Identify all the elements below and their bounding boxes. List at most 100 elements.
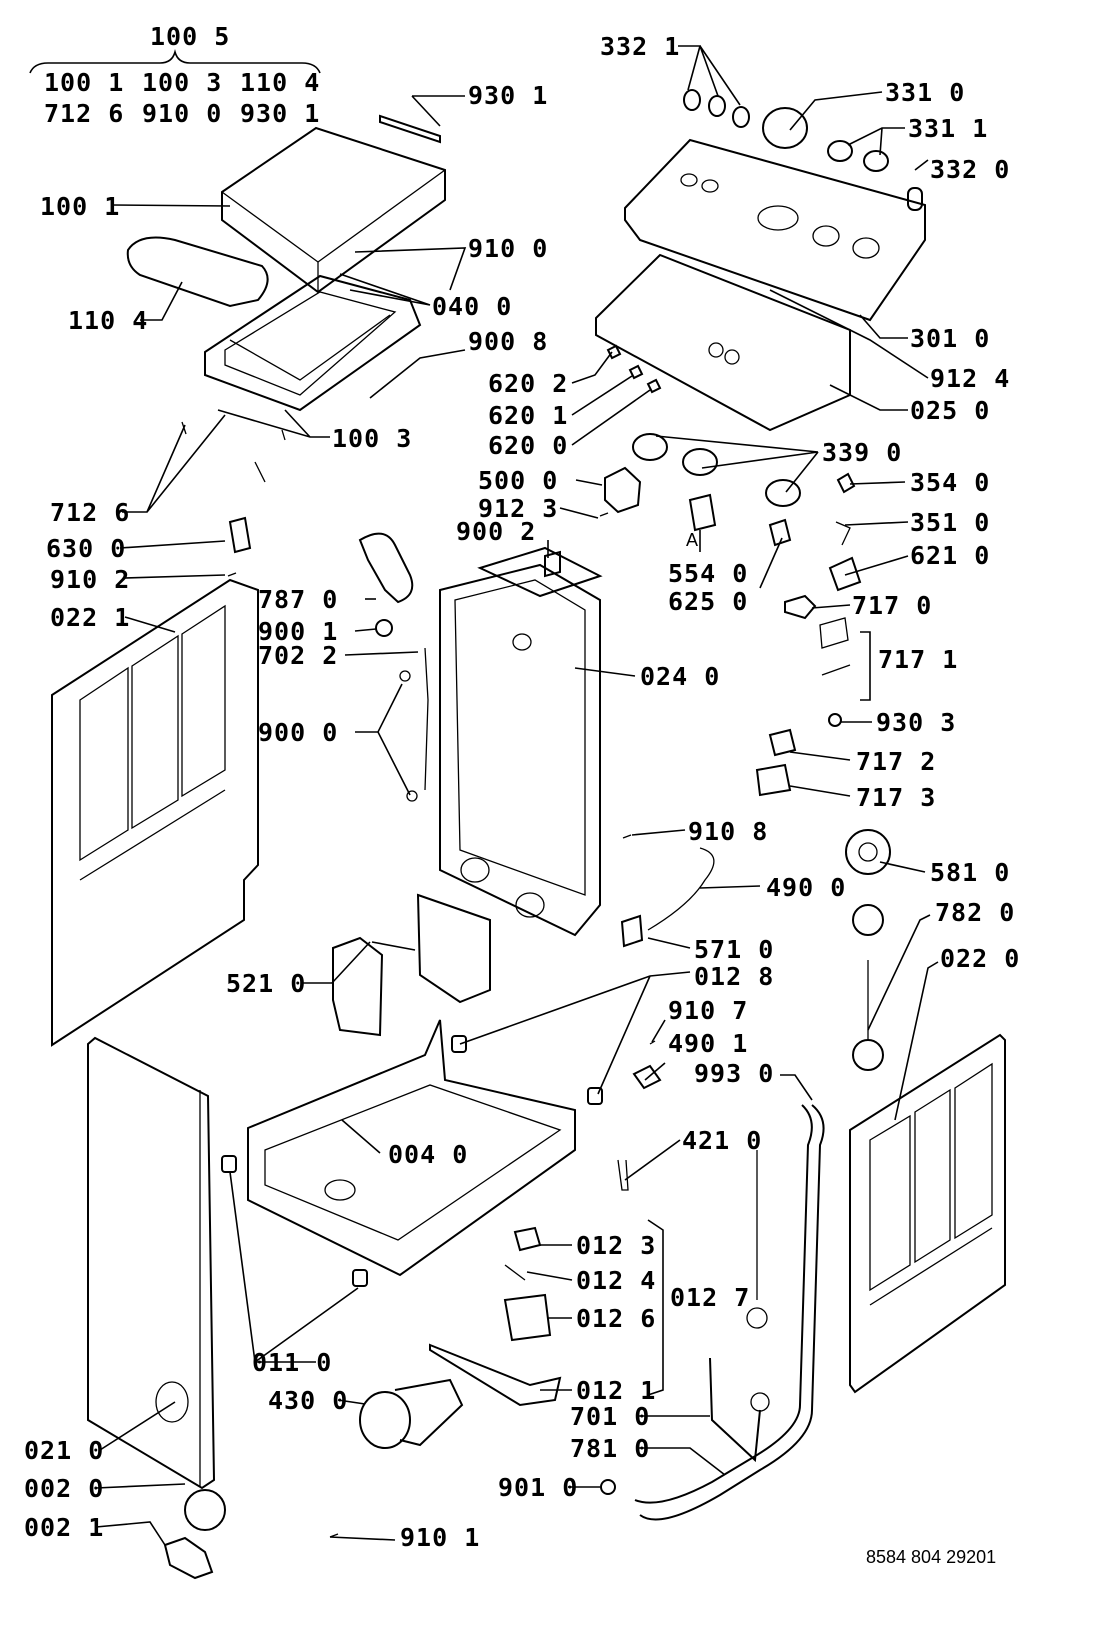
valve-drawing [620,914,644,948]
pin-drawing [504,1264,526,1281]
part-callout: 011 0 [252,1348,332,1377]
document-number: 8584 804 29201 [866,1547,996,1567]
inlet-hose-drawing [709,1357,761,1463]
knobs-drawing [683,89,923,211]
electronic-housing-drawing [595,253,851,432]
part-callout: 702 2 [258,641,338,670]
bracket-drawing [688,493,717,532]
part-callout: 351 0 [910,508,990,537]
part-callout: 620 0 [488,431,568,460]
part-callout: 490 0 [766,873,846,902]
drain-hose-drawing [639,1104,825,1521]
part-callout: 620 2 [488,369,568,398]
part-callout: 012 7 [670,1283,750,1312]
part-callout: 910 0 [468,234,548,263]
bracket-drawing [755,763,792,797]
part-callout: 332 1 [600,32,680,61]
group-header: 100 5 100 1 100 3 110 4 712 6 910 0 930 … [44,22,320,128]
part-callout: 012 8 [694,962,774,991]
part-callout: 701 0 [570,1402,650,1431]
top-frame-drawing [204,274,422,412]
part-callout: 912 4 [930,364,1010,393]
part-callout: 004 0 [388,1140,468,1169]
clip-drawing [606,344,622,360]
part-callout: 022 1 [50,603,130,632]
part-callout: 110 4 [68,306,148,335]
part-callout: 002 0 [24,1474,104,1503]
right-side-panel-drawing [849,1033,1006,1394]
part-callout: 100 3 [332,424,412,453]
part-callout: 900 1 [258,617,338,646]
part-callout: 630 0 [46,534,126,563]
part-callout: 554 0 [668,559,748,588]
bracket-drawing [768,728,797,757]
bellows-drawing [358,532,414,604]
group-header-item: 100 3 [142,68,222,97]
part-callout: 012 6 [576,1304,656,1333]
sensor-drawing [617,1159,629,1191]
clip-drawing [544,550,561,578]
group-header-item: 712 6 [44,99,124,128]
part-callout: 625 0 [668,587,748,616]
divider-drawing [416,893,491,1004]
part-callout: 930 1 [468,81,548,110]
part-callout: 040 0 [432,292,512,321]
foot-drawing [221,1035,603,1287]
part-callout: 012 1 [576,1376,656,1405]
group-header-item: 910 0 [142,99,222,128]
pump-drawing [359,1378,464,1449]
leader-lines [29,45,939,1546]
latch-drawing [768,518,792,547]
lever-drawing [429,1343,562,1407]
rear-frame-drawing [439,546,603,937]
part-callout: 354 0 [910,468,990,497]
bracket-drawing [828,556,862,592]
cable-drawing [647,847,715,931]
part-callout: 339 0 [822,438,902,467]
motor-unit-drawing [604,466,642,514]
group-header-item: 930 1 [240,99,320,128]
part-callout: 331 0 [885,78,965,107]
part-callout: 332 0 [930,155,1010,184]
control-box-drawing [332,936,384,1037]
part-callout: 910 8 [688,817,768,846]
part-callout: 912 3 [478,494,558,523]
hose-drawing [424,647,429,791]
disc-drawing [632,433,801,507]
drawer-drawing [126,236,269,308]
small-part-drawing [513,1226,542,1252]
part-callout: 025 0 [910,396,990,425]
control-panel-drawing [624,138,926,322]
part-callout: 900 0 [258,718,338,747]
base-frame-drawing [247,1019,576,1277]
part-callout: 712 6 [50,498,130,527]
part-callout: 910 1 [400,1523,480,1552]
part-callout: 782 0 [935,898,1015,927]
part-callout: 100 1 [40,192,120,221]
front-panel-drawing [87,1036,216,1490]
part-drawings [51,89,1006,1580]
part-callout: 571 0 [694,935,774,964]
part-callout: 022 0 [940,944,1020,973]
part-callouts: 930 1 100 1 910 0 110 4 040 0 900 8 100 … [24,32,1020,1552]
group-header-item: 110 4 [240,68,320,97]
part-callout: 717 0 [852,591,932,620]
part-callout: 021 0 [24,1436,104,1465]
part-callout: 901 0 [498,1473,578,1502]
part-callout: 521 0 [226,969,306,998]
wire-drawing [821,664,851,676]
part-callout: 781 0 [570,1434,650,1463]
clamp-drawing [375,619,393,637]
part-callout: 717 1 [878,645,958,674]
sensor-drawing [819,617,849,649]
part-callout: 930 3 [876,708,956,737]
part-callout: 621 0 [910,541,990,570]
part-callout: 993 0 [694,1059,774,1088]
left-side-panel-drawing [51,578,259,1047]
part-callout: 717 3 [856,783,936,812]
part-callout: 500 0 [478,466,558,495]
block-drawing [228,516,252,554]
part-callout: 012 4 [576,1266,656,1295]
sensor-holder-drawing [784,594,817,620]
ring-drawing [828,713,842,727]
